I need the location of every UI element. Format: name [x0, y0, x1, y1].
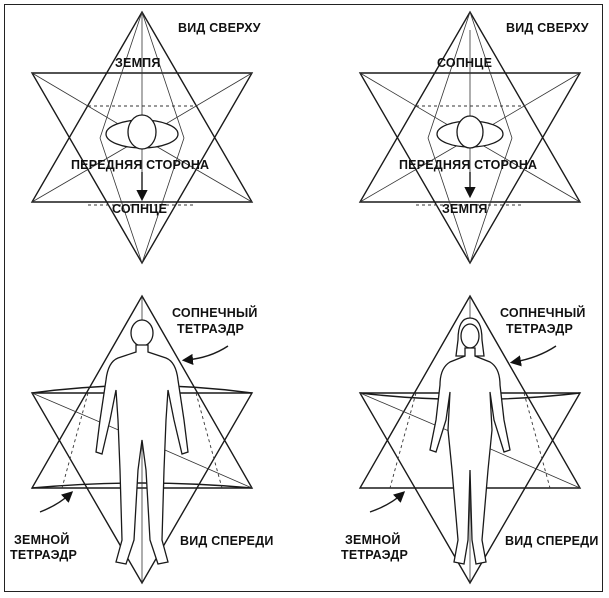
bottom-left-panel: СОПНЕЧНЫЙ ТЕТРАЭДР ЗЕМНОЙ ТЕТРАЭДР ВИД С…: [10, 294, 274, 585]
female-figure: [429, 317, 511, 565]
earth-tetrahedron-label-1: ЗЕМНОЙ: [14, 532, 70, 547]
solar-tetrahedron-label-2: ТЕТРАЭДР: [177, 322, 244, 336]
earth-pointer-arrow: [39, 491, 74, 513]
upward-triangle: [30, 10, 254, 203]
top-right-panel: ВИД СВЕРХУ СОПНЦЕ ПЕРЕДНЯЯ СТОРОНА ЗЕМПЯ: [358, 10, 589, 265]
figure-frame: [4, 4, 603, 592]
top-label: ЗЕМПЯ: [115, 56, 161, 70]
front-side-label: ПЕРЕДНЯЯ СТОРОНА: [71, 158, 209, 172]
solar-tetrahedron-label-1: СОПНЕЧНЫЙ: [172, 305, 258, 320]
bottom-label: СОПНЦЕ: [112, 202, 167, 216]
solar-pointer-arrow: [181, 345, 229, 365]
front-view-label: ВИД СПЕРЕДИ: [505, 534, 599, 548]
upward-triangle: [358, 10, 582, 203]
solar-pointer-arrow: [509, 345, 557, 367]
bottom-label: ЗЕМПЯ: [442, 202, 488, 216]
solar-tetrahedron-label-2: ТЕТРАЭДР: [506, 322, 573, 336]
top-left-panel: ВИД СВЕРХУ ЗЕМПЯ ПЕРЕДНЯЯ СТОРОНА СОПНЦЕ: [30, 10, 261, 265]
earth-pointer-arrow: [369, 491, 406, 513]
front-view-label: ВИД СПЕРЕДИ: [180, 534, 274, 548]
earth-tetrahedron-label-2: ТЕТРАЭДР: [10, 548, 77, 562]
male-figure: [95, 319, 189, 565]
earth-tetrahedron-label-2: ТЕТРАЭДР: [341, 548, 408, 562]
head-shoulders-top-view: [105, 114, 179, 150]
top-label: СОПНЦЕ: [437, 56, 492, 70]
view-label: ВИД СВЕРХУ: [178, 21, 261, 35]
head-shoulders-top-view: [436, 115, 504, 149]
solar-tetrahedron-label-1: СОПНЕЧНЫЙ: [500, 305, 586, 320]
front-side-label: ПЕРЕДНЯЯ СТОРОНА: [399, 158, 537, 172]
earth-tetrahedron-label-1: ЗЕМНОЙ: [345, 532, 401, 547]
bottom-right-panel: СОПНЕЧНЫЙ ТЕТРАЭДР ЗЕМНОЙ ТЕТРАЭДР ВИД С…: [341, 294, 599, 585]
view-label: ВИД СВЕРХУ: [506, 21, 589, 35]
